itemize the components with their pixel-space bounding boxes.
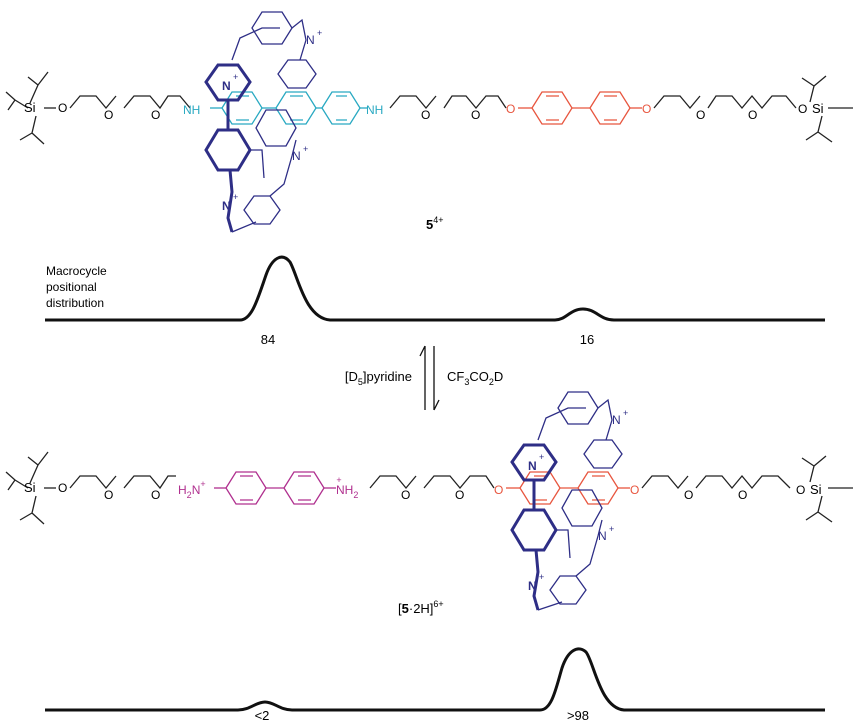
top-ring-plus: + — [317, 28, 322, 38]
top-o-biphenol-left: O — [506, 102, 515, 116]
bottom-si-right: Si — [810, 482, 822, 497]
top-o-label: O — [798, 102, 807, 116]
bottom-nh2-left: H2N+ — [178, 479, 206, 500]
top-left-peg-chain — [69, 95, 191, 110]
top-distribution-curve — [45, 255, 825, 322]
top-value-16: 16 — [580, 332, 594, 347]
top-ring-n-plus: N — [306, 33, 315, 47]
bottom-o-biphenol-left: O — [494, 483, 503, 497]
bottom-o-label: O — [796, 483, 805, 497]
top-si-right: Si — [812, 101, 824, 116]
top-curve-label-line: Macrocycle — [46, 264, 107, 278]
bottom-ring-plus: + — [623, 408, 628, 418]
bottom-value-less-2: <2 — [255, 708, 270, 720]
bottom-biphenol-unit — [506, 471, 630, 505]
top-curve-label-line: distribution — [46, 296, 104, 310]
arrow-up — [419, 345, 426, 410]
top-aniline-ring-left — [210, 91, 276, 125]
top-nh-right: NH — [366, 103, 383, 117]
bottom-cyclophane-macrocycle — [510, 391, 623, 611]
bottom-ring-n-plus: N — [528, 459, 537, 473]
top-ring-plus: + — [303, 144, 308, 154]
reagent-pyridine-label: [D5]pyridine — [345, 369, 412, 387]
equilibrium-arrows: [D5]pyridine CF3CO2D — [345, 345, 503, 411]
top-si-left: Si — [24, 100, 36, 115]
top-o-label: O — [471, 108, 480, 122]
bottom-o-label: O — [738, 488, 747, 502]
bottom-ammonium-biphenyl — [214, 471, 336, 505]
top-nh-left: NH — [183, 103, 200, 117]
top-value-84: 84 — [261, 332, 275, 347]
top-rotaxane: Si O O O NH NH O O O — [5, 11, 853, 347]
bottom-o-label: O — [58, 481, 67, 495]
top-ring-n-plus: N — [292, 149, 301, 163]
top-o-label: O — [421, 108, 430, 122]
top-ring-n-plus: N — [222, 199, 231, 213]
top-o-label: O — [696, 108, 705, 122]
bottom-value-greater-98: >98 — [567, 708, 589, 720]
top-left-tips-group — [5, 71, 56, 145]
bottom-right-peg-chain — [641, 474, 791, 490]
bottom-nh2-right: NH2+ — [336, 475, 358, 500]
bottom-compound-label: [5·2H]6+ — [398, 599, 444, 616]
top-curve-label-line: positional — [46, 280, 97, 294]
bottom-rotaxane: Si O O O H2N+ NH2+ O O O O — [5, 391, 853, 723]
bottom-ring-n-plus: N — [598, 529, 607, 543]
bottom-left-tips-group — [5, 451, 56, 525]
top-aniline-ring-right — [275, 91, 322, 125]
top-biphenol-unit — [518, 91, 642, 125]
top-aniline-ring-far — [321, 91, 368, 125]
bottom-o-label: O — [401, 488, 410, 502]
top-o-biphenol-right: O — [642, 102, 651, 116]
top-right-peg-chain — [653, 94, 797, 110]
bottom-ring-plus: + — [539, 572, 544, 582]
top-compound-number: 5 — [426, 217, 433, 232]
bottom-compound-number: 5 — [402, 601, 409, 616]
top-ring-plus: + — [233, 72, 238, 82]
top-ring-plus: + — [233, 192, 238, 202]
bottom-compound-charge: 6+ — [433, 599, 443, 609]
top-o-label: O — [58, 101, 67, 115]
top-middle-peg-chain — [389, 95, 507, 110]
bottom-si-left: Si — [24, 480, 36, 495]
top-right-tips-group — [801, 75, 853, 143]
bottom-o-label: O — [104, 488, 113, 502]
bottom-o-label: O — [455, 488, 464, 502]
top-ring-n-plus: N — [222, 79, 231, 93]
top-o-label: O — [748, 108, 757, 122]
bottom-ring-plus: + — [539, 452, 544, 462]
top-compound-charge: 4+ — [433, 215, 443, 225]
bottom-o-label: O — [684, 488, 693, 502]
bottom-middle-peg-chain — [369, 475, 495, 490]
bottom-ring-n-plus: N — [612, 413, 621, 427]
reagent-acid-label: CF3CO2D — [447, 369, 503, 387]
bottom-o-biphenol-right: O — [630, 483, 639, 497]
bottom-right-tips-group — [801, 455, 853, 523]
top-o-label: O — [104, 108, 113, 122]
bottom-distribution-curve — [45, 647, 825, 712]
top-cyclophane-macrocycle — [204, 11, 317, 233]
bottom-ring-n-plus: N — [528, 579, 537, 593]
bottom-left-peg-chain — [69, 475, 176, 490]
bottom-o-label: O — [151, 488, 160, 502]
arrow-down — [433, 346, 440, 411]
top-o-label: O — [151, 108, 160, 122]
top-compound-label: 54+ — [426, 215, 444, 232]
bottom-ring-plus: + — [609, 524, 614, 534]
